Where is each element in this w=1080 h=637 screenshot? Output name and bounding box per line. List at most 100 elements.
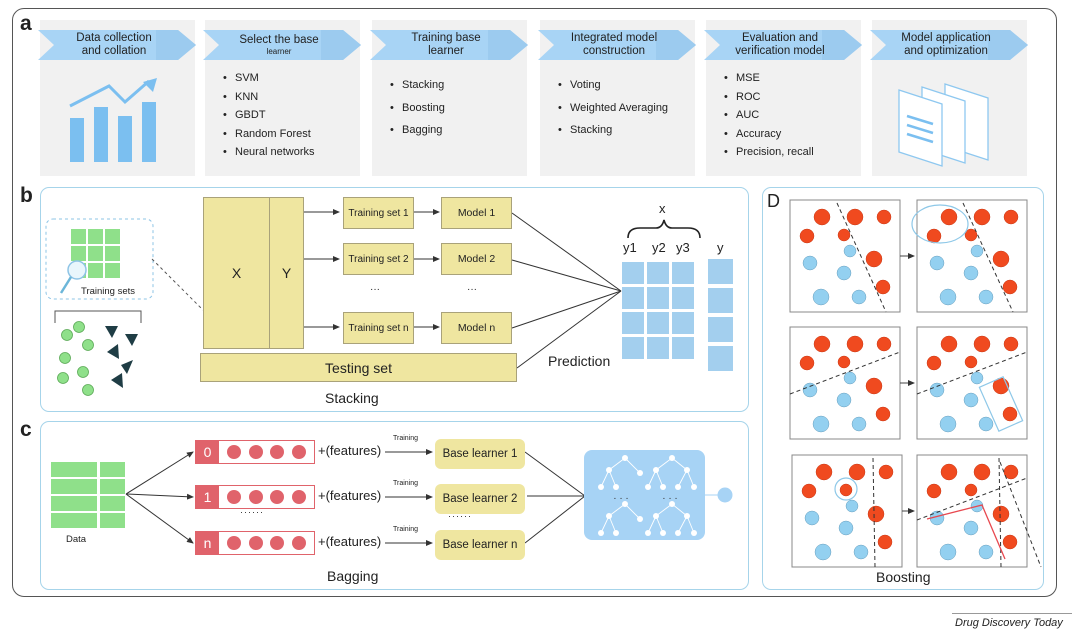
sample-dot bbox=[249, 490, 263, 504]
decision-boundary bbox=[916, 477, 1028, 521]
prediction-cell bbox=[622, 262, 644, 284]
negative-point bbox=[814, 543, 832, 561]
negative-point bbox=[804, 510, 820, 526]
tree-node bbox=[606, 467, 612, 473]
prediction-cell bbox=[622, 337, 644, 359]
positive-point bbox=[877, 534, 893, 550]
step-banner-arrow bbox=[370, 30, 528, 60]
tree-edge bbox=[647, 469, 657, 488]
negative-point bbox=[939, 543, 957, 561]
tree-node bbox=[637, 470, 643, 476]
tree-node bbox=[691, 530, 697, 536]
positive-point bbox=[926, 483, 942, 499]
positive-point bbox=[815, 463, 833, 481]
positive-point bbox=[973, 335, 991, 353]
tree-node bbox=[613, 530, 619, 536]
features-label: +(features) bbox=[318, 488, 382, 503]
positive-point bbox=[992, 250, 1010, 268]
positive-point bbox=[837, 355, 851, 369]
label-vector-y: Y bbox=[269, 197, 304, 349]
ensemble-forest bbox=[584, 450, 705, 540]
model-n: Model n bbox=[441, 312, 512, 344]
negative-point bbox=[978, 289, 994, 305]
positive-point bbox=[875, 279, 891, 295]
tree-edge bbox=[686, 515, 695, 534]
stacking-panel bbox=[40, 187, 749, 412]
negative-point bbox=[939, 415, 957, 433]
tree-edge bbox=[624, 457, 641, 474]
sample-dot bbox=[292, 490, 306, 504]
tree-edge bbox=[600, 469, 610, 488]
tree-edge bbox=[624, 503, 641, 520]
negative-point bbox=[929, 255, 945, 271]
step-items: VotingWeighted AveragingStacking bbox=[558, 74, 668, 142]
tree-edge bbox=[677, 515, 688, 534]
boosting-plots bbox=[789, 199, 1042, 568]
tree-node bbox=[675, 484, 681, 490]
tree-edge bbox=[671, 503, 688, 517]
tree-node bbox=[613, 484, 619, 490]
positive-point bbox=[878, 464, 894, 480]
positive-point bbox=[867, 505, 885, 523]
step-item: Precision, recall bbox=[724, 143, 814, 162]
prediction-cell bbox=[672, 337, 694, 359]
negative-point bbox=[963, 265, 979, 281]
zoom-connector bbox=[151, 258, 204, 311]
tree-edge bbox=[608, 457, 626, 471]
positive-point bbox=[1003, 209, 1019, 225]
negative-point bbox=[812, 288, 830, 306]
forest-ellipsis-2: · · · bbox=[662, 493, 678, 504]
prediction-cell bbox=[647, 312, 669, 334]
pipeline-step-2: Select the baselearnerSVMKNNGBDTRandom F… bbox=[203, 20, 361, 176]
step-item: Neural networks bbox=[223, 143, 314, 162]
positive-point bbox=[839, 483, 853, 497]
tree-node bbox=[622, 455, 628, 461]
negative-point bbox=[853, 544, 869, 560]
positive-point bbox=[926, 355, 942, 371]
base-learner-2: Base learner 2 bbox=[435, 484, 525, 514]
positive-point bbox=[801, 483, 817, 499]
positive-point bbox=[1003, 336, 1019, 352]
base-learner-3: Base learner n bbox=[435, 530, 525, 560]
negative-point bbox=[838, 520, 854, 536]
panel-a-label: a bbox=[20, 12, 32, 35]
feature-matrix-x: X bbox=[203, 197, 270, 349]
tree-node bbox=[598, 530, 604, 536]
step-item: GBDT bbox=[223, 106, 314, 125]
positive-point bbox=[973, 463, 991, 481]
tree-node bbox=[645, 484, 651, 490]
base-learner-1: Base learner 1 bbox=[435, 439, 525, 469]
training-arrow-label: Training bbox=[393, 526, 419, 533]
decision-boundary bbox=[836, 202, 887, 313]
output-node bbox=[717, 487, 733, 503]
step-item: Voting bbox=[558, 74, 668, 97]
tree-node bbox=[598, 484, 604, 490]
bootstrap-sample: 0 bbox=[195, 440, 315, 464]
panel-c-label: c bbox=[20, 418, 32, 441]
positive-point bbox=[865, 377, 883, 395]
negative-point bbox=[963, 520, 979, 536]
step-item: KNN bbox=[223, 88, 314, 107]
step-item: Bagging bbox=[390, 119, 445, 142]
prediction-cell bbox=[647, 337, 669, 359]
positive-point bbox=[799, 355, 815, 371]
pipeline-step-3: Training baselearnerStackingBoostingBagg… bbox=[370, 20, 528, 176]
sample-dot bbox=[249, 536, 263, 550]
tree-node bbox=[691, 484, 697, 490]
prediction-cell bbox=[672, 262, 694, 284]
sample-index: 0 bbox=[196, 441, 219, 463]
decision-boundary bbox=[916, 351, 1028, 395]
step-banner-arrow bbox=[38, 30, 196, 60]
negative-point bbox=[802, 382, 818, 398]
step-items: MSEROCAUCAccuracyPrecision, recall bbox=[724, 69, 814, 162]
group-bracket bbox=[54, 310, 142, 323]
positive-point bbox=[846, 208, 864, 226]
negative-point bbox=[802, 255, 818, 271]
pipeline-step-4: Integrated modelconstructionVotingWeight… bbox=[538, 20, 696, 176]
figure-frame bbox=[12, 8, 1057, 597]
footer-rule bbox=[952, 613, 1072, 614]
